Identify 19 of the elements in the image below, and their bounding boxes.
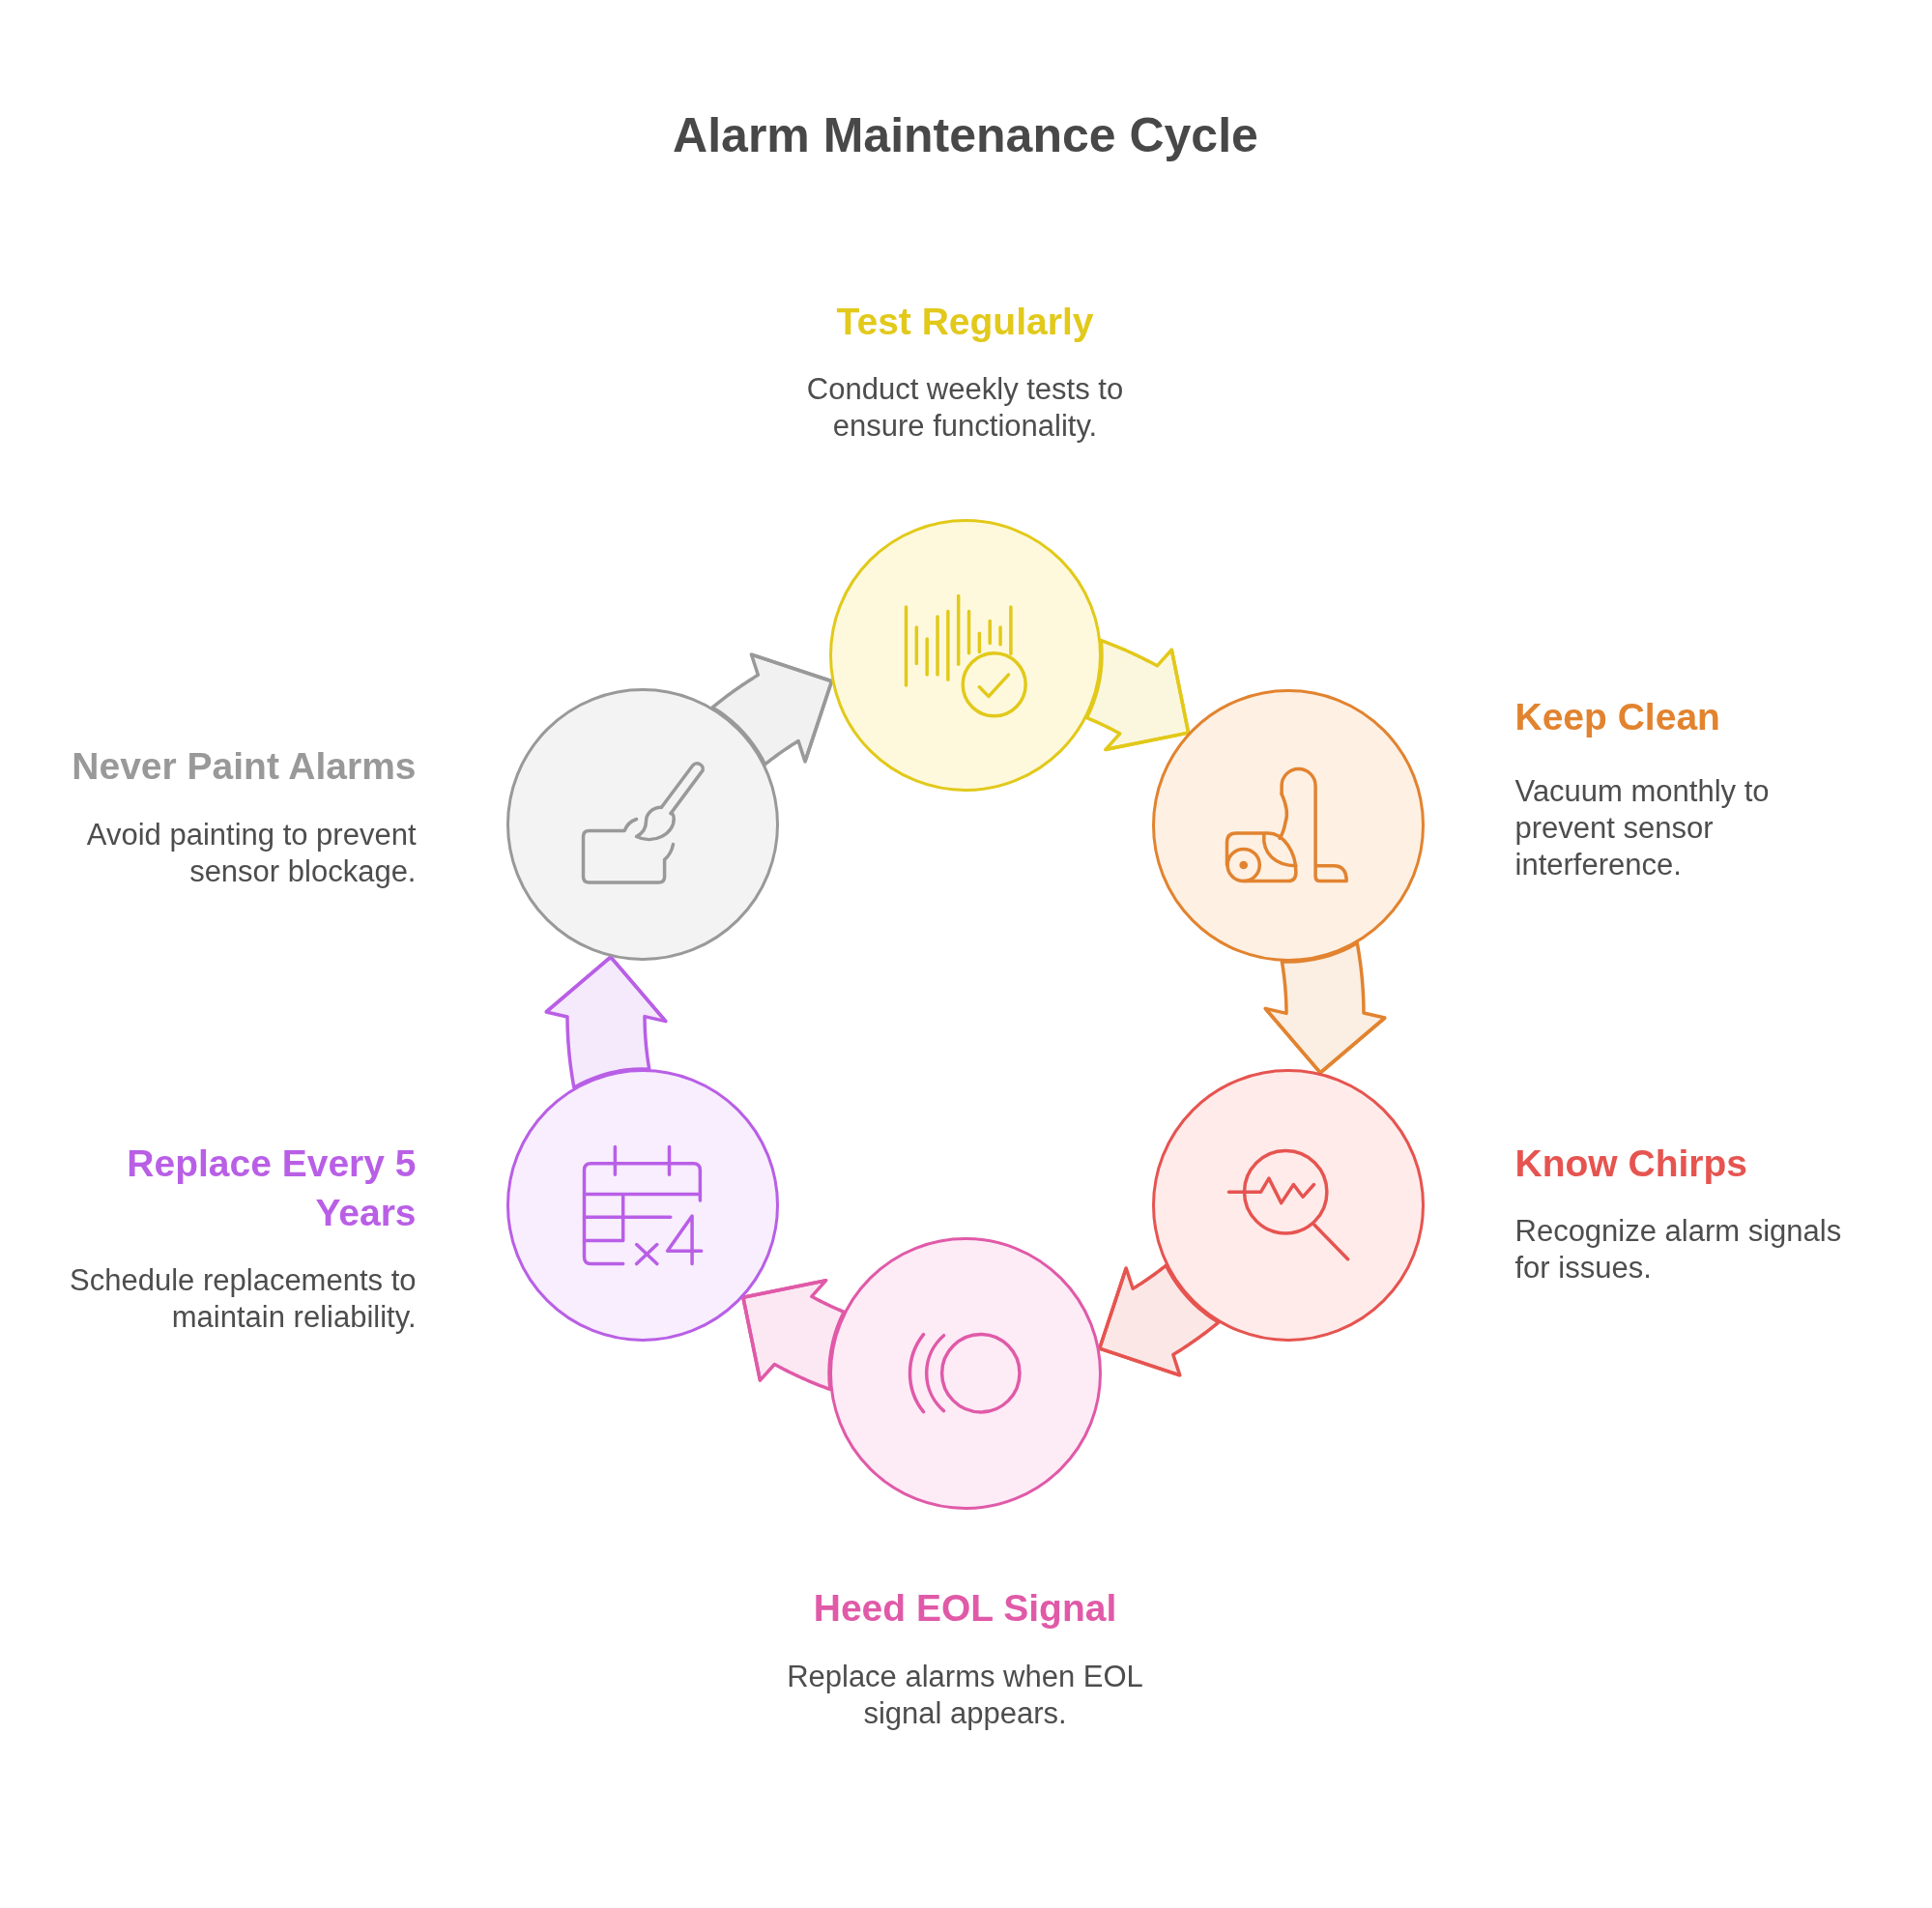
diagram-title: Alarm Maintenance Cycle bbox=[672, 107, 1259, 164]
step-heading: Replace Every 5 Years bbox=[126, 1141, 417, 1235]
step-description: Conduct weekly tests to ensure functionality. bbox=[805, 370, 1125, 445]
step-description: Schedule replacements to maintain reliability. bbox=[69, 1261, 417, 1336]
step-description: Recognize alarm signals for issues. bbox=[1514, 1212, 1843, 1286]
step-heading: Keep Clean bbox=[1514, 694, 1721, 739]
step-heading: Never Paint Alarms bbox=[71, 743, 417, 789]
cycle-arrow bbox=[1263, 940, 1387, 1075]
cycle-arrow bbox=[710, 652, 834, 766]
cycle-arrow bbox=[544, 955, 668, 1089]
step-description: Replace alarms when EOL signal appears. bbox=[786, 1658, 1144, 1732]
step-heading: Know Chirps bbox=[1514, 1141, 1748, 1186]
step-description: Vacuum monthly to prevent sensor interference. bbox=[1514, 772, 1771, 883]
cycle-arrow bbox=[1084, 638, 1191, 752]
step-description: Avoid painting to prevent sensor blockage. bbox=[85, 816, 417, 890]
cycle-arrow bbox=[741, 1278, 846, 1392]
step-heading: Test Regularly bbox=[835, 299, 1095, 344]
cycle-arrow bbox=[1097, 1263, 1221, 1377]
step-heading: Heed EOL Signal bbox=[812, 1585, 1118, 1631]
